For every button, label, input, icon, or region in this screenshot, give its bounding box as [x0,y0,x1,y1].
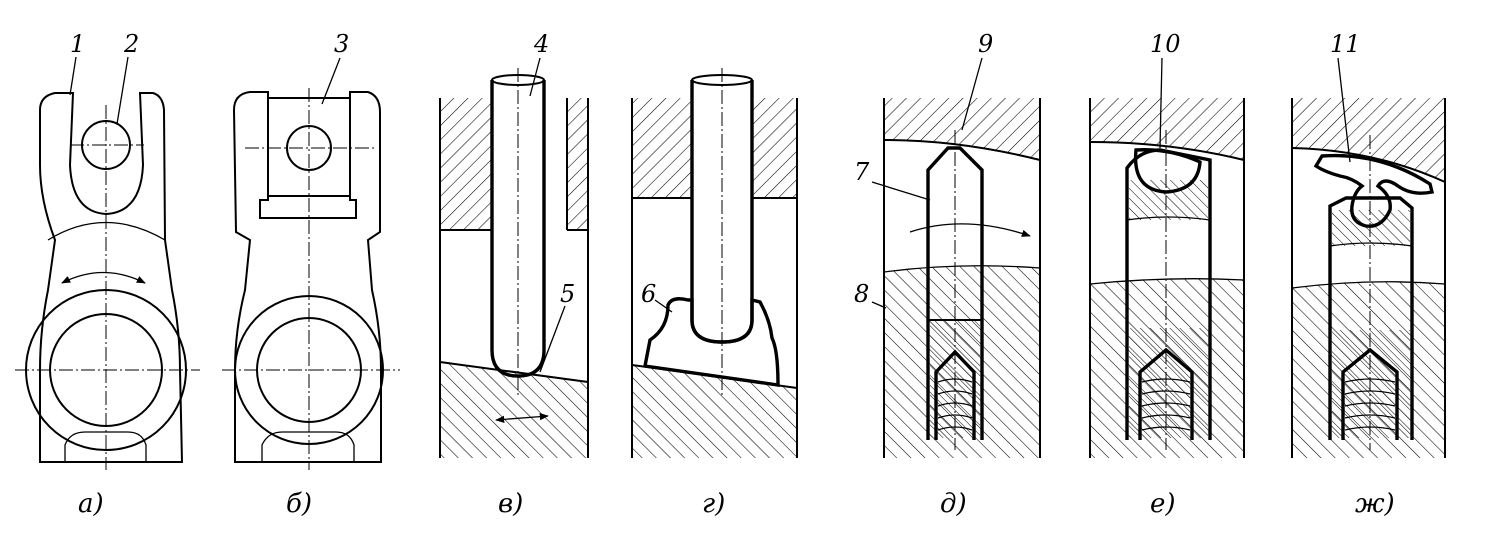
label-7: 7 [854,158,870,186]
roller-10 [1133,148,1202,194]
lever-body-a [39,92,184,463]
rotor-zh [1292,98,1445,182]
rotation-arrow-d [909,223,1031,237]
pin-b [286,125,332,171]
bushing-left-g [632,98,692,198]
caption-d: д) [940,489,967,519]
label-11: 11 [1330,30,1361,58]
rotor-e [1090,98,1244,160]
label-3: 3 [334,30,349,58]
figure-b: 3 б) [222,30,400,519]
shoe-11 [1313,153,1435,228]
vane-zh [1328,196,1414,440]
label-6: 6 [641,280,656,308]
figure-zh: 11 ж) [1291,30,1446,519]
label-1: 1 [70,30,85,58]
figure-a: 1 2 а) [15,30,200,519]
label-9: 9 [978,30,993,58]
label-10: 10 [1150,30,1181,58]
vane-base-e [1129,328,1208,438]
caption-g: г) [702,489,725,519]
bushing-left-v [440,98,492,230]
swing-arrow-a [61,271,146,284]
caption-e: е) [1150,489,1176,519]
cam-g [632,365,797,458]
label-4: 4 [533,30,549,58]
cam-5 [440,362,588,458]
label-8: 8 [854,280,869,308]
cam-motion-arrow [495,412,549,424]
caption-v: в) [498,489,523,519]
vane-7 [926,146,984,440]
figure-v: 4 5 в) [439,30,589,519]
caption-a: а) [78,489,104,519]
bushing-right-v [567,98,588,230]
lever-body-b [232,91,382,463]
caption-b: б) [286,489,312,519]
label-2: 2 [123,30,139,58]
label-5: 5 [560,280,575,308]
figure-e: 10 е) [1089,30,1245,519]
caption-zh: ж) [1355,489,1395,519]
bushing-right-g [752,98,797,198]
figure-d: 9 7 8 д) [854,30,1041,519]
figure-g: 6 г) [631,68,798,519]
